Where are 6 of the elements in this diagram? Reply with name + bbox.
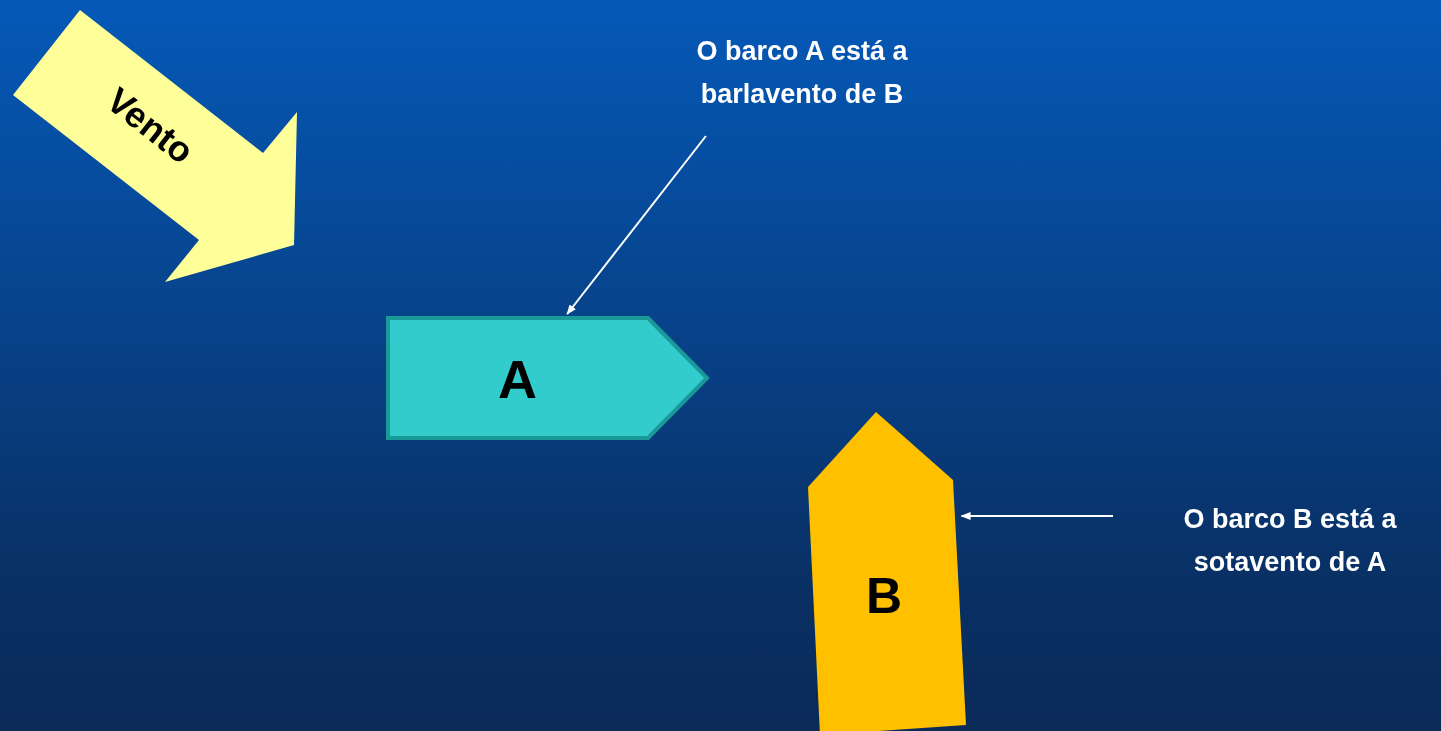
arrow [960, 512, 1114, 520]
boat-label: A [498, 348, 537, 410]
boat-label: B [866, 567, 903, 625]
arrow [566, 135, 707, 315]
annotation-text: O barco A está a barlavento de B [647, 30, 957, 116]
annotation-text: O barco B está a sotavento de A [1140, 498, 1440, 584]
